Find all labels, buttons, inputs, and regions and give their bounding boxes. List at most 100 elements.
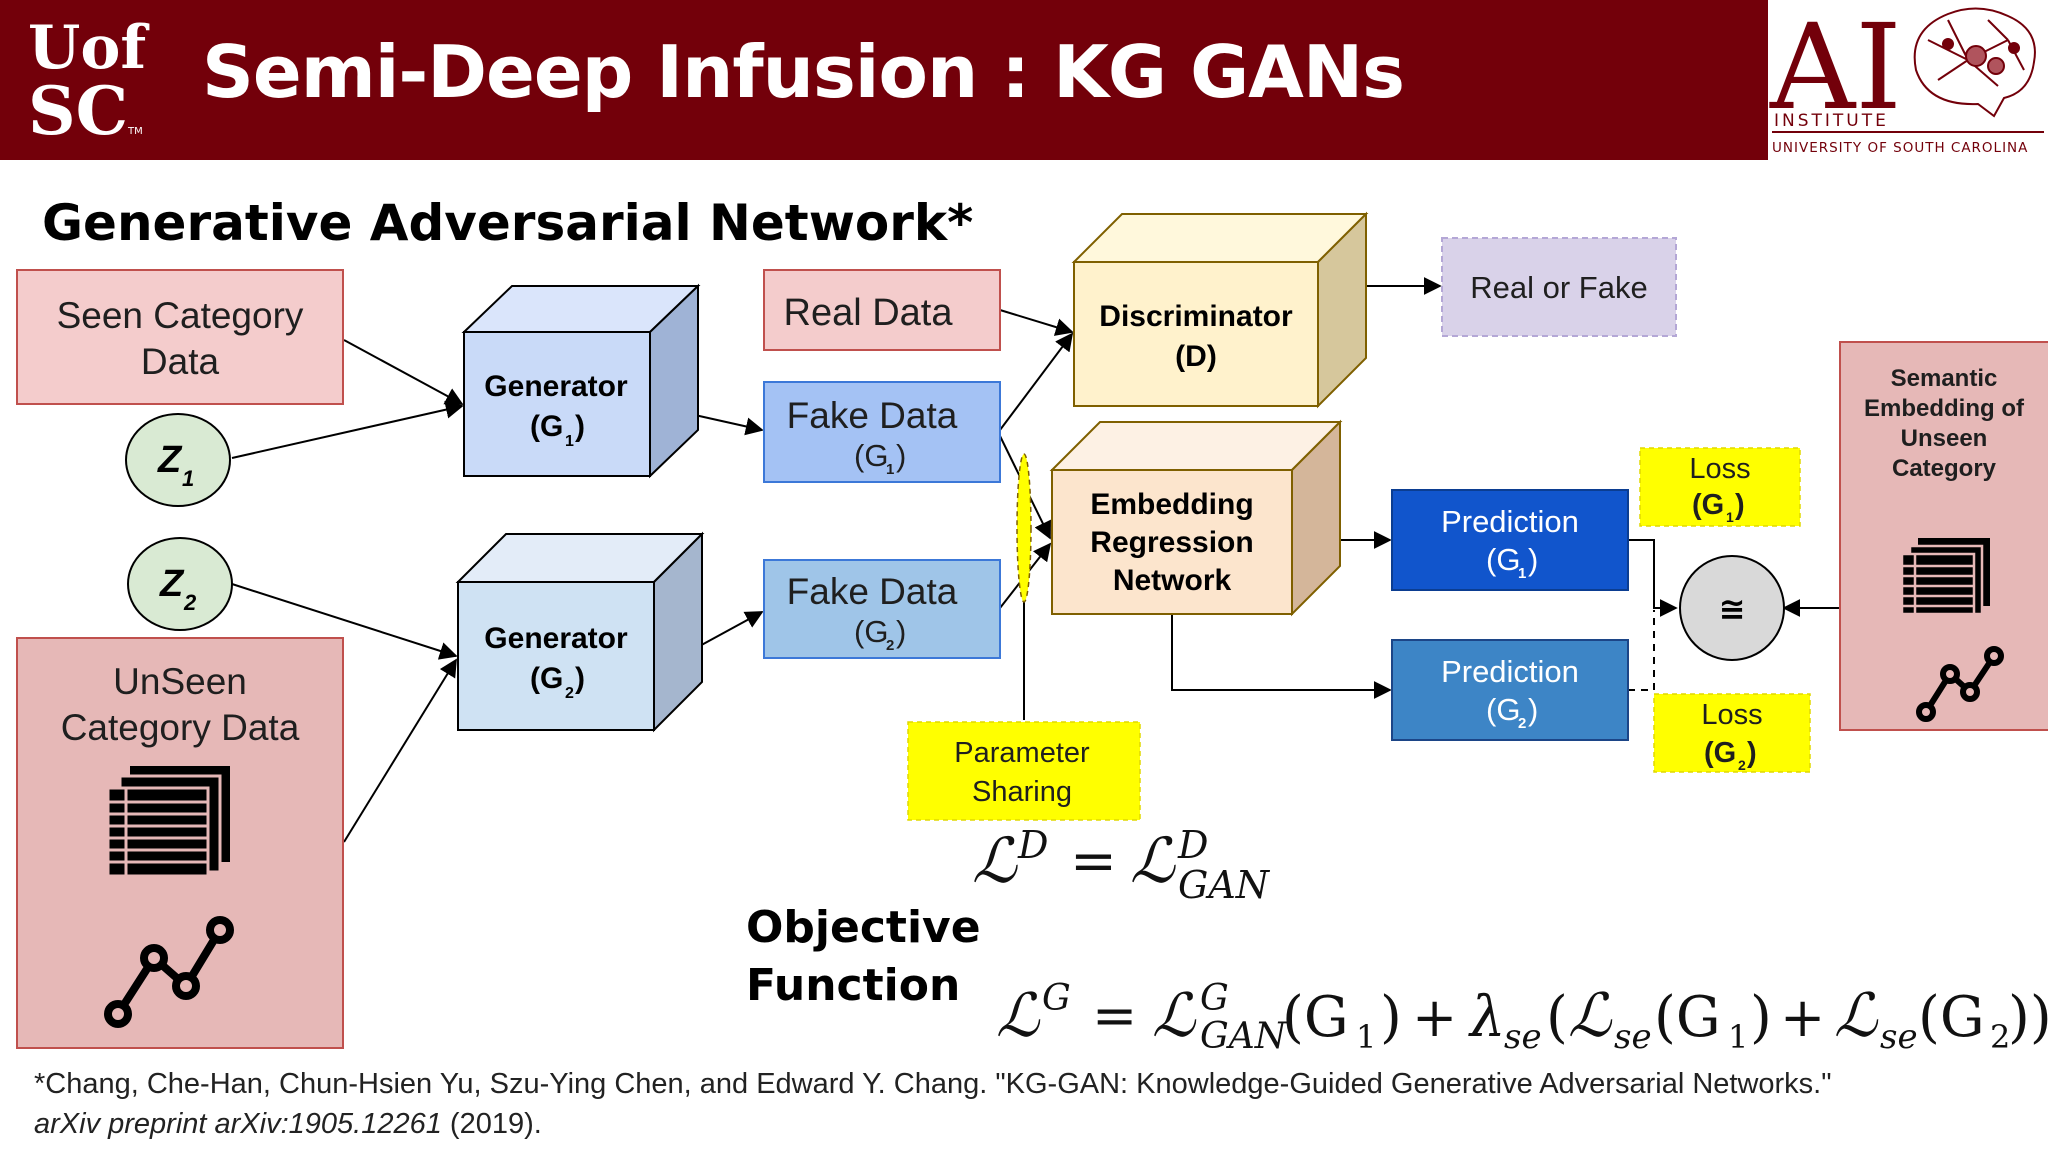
uofsc-logo-line1: Uof — [28, 13, 150, 83]
ai-logo-line1: INSTITUTE — [1774, 111, 1889, 131]
fake-data-g1-title: Fake Data — [787, 395, 958, 436]
arrow-z2-to-gen2 — [231, 583, 458, 660]
real-or-fake-label: Real or Fake — [1470, 270, 1647, 305]
fake-data-g2-close: ) — [896, 614, 906, 649]
semantic-embedding-box: Semantic Embedding of Unseen Category — [1839, 341, 2048, 731]
eq-g-g1-sub: 1 — [1356, 1018, 1376, 1056]
prediction-g2-box: Prediction (G 2 ) — [1391, 639, 1629, 741]
documents-icon — [1900, 538, 1990, 616]
arrow-real-to-disc — [999, 309, 1074, 336]
loss-g2-box: Loss (G 2 ) — [1653, 693, 1811, 773]
eq-g-g1: (G — [1282, 985, 1349, 1050]
unseen-category-line2: Category Data — [61, 707, 300, 748]
seen-category-line2: Data — [141, 341, 220, 382]
generator-g1-title: Generator — [484, 370, 628, 403]
discriminator-title: Discriminator — [1099, 300, 1293, 333]
eq-g-l1-sub: GAN — [1200, 1016, 1288, 1057]
eq-g-l1-sup: G — [1200, 978, 1229, 1019]
prediction-g2-title: Prediction — [1441, 654, 1579, 689]
fake-data-g1-close: ) — [896, 438, 906, 473]
generator-g2-title: Generator — [484, 622, 628, 655]
eq-g-g2: (G — [1654, 985, 1721, 1050]
loss-g2-sub: 2 — [1738, 757, 1746, 773]
citation-year: (2019). — [441, 1108, 542, 1140]
loss-g1-label: (G — [1692, 489, 1724, 521]
eq-g-g2-sub: 1 — [1728, 1018, 1748, 1056]
prediction-g1-close: ) — [1528, 542, 1538, 577]
parameter-sharing-line2: Sharing — [972, 776, 1072, 808]
eq-g-l1: ℒ — [1152, 981, 1197, 1051]
real-or-fake-box: Real or Fake — [1441, 237, 1677, 337]
eq-g-open: ( — [1546, 985, 1568, 1050]
loss-g2-title: Loss — [1701, 699, 1762, 731]
prediction-g1-label: (G — [1486, 542, 1520, 577]
eq-g-g2-close: ) — [1750, 985, 1772, 1050]
eq-d-lhs: ℒ — [972, 824, 1018, 897]
eq-d-rhs: ℒ — [1130, 824, 1176, 897]
loss-g2-close: ) — [1747, 737, 1757, 769]
prediction-g2-label: (G — [1486, 692, 1520, 727]
ai-logo-letters: AI — [1769, 0, 1902, 136]
uofsc-logo-tm: TM — [127, 126, 143, 137]
loss-g2-label: (G — [1704, 737, 1736, 769]
z1-letter: Z — [157, 439, 183, 481]
parameter-sharing-line1: Parameter — [954, 737, 1090, 769]
discriminator-label: (D) — [1175, 340, 1217, 373]
loss-g1-sub: 1 — [1726, 509, 1734, 525]
documents-icon — [106, 766, 230, 878]
header-bar — [0, 0, 1768, 160]
seen-category-line1: Seen Category — [57, 295, 304, 336]
eq-d-rhs-sub: GAN — [1178, 863, 1271, 907]
real-data-label: Real Data — [784, 292, 954, 334]
discriminator-box: Discriminator (D) — [1071, 211, 1369, 409]
z1-sub: 1 — [182, 466, 194, 491]
eq-g-lhs: ℒ — [996, 981, 1041, 1051]
eq-d-rhs-sup: D — [1177, 823, 1208, 867]
generator-g1-sub: 1 — [565, 433, 574, 450]
loss-g1-box: Loss (G 1 ) — [1639, 447, 1801, 527]
loss-g1-close: ) — [1735, 489, 1745, 521]
arrow-pred1-to-approx — [1628, 539, 1678, 617]
embedding-regression-box: Embedding Regression Network — [1049, 419, 1343, 617]
z1-node: Z 1 — [125, 413, 231, 507]
z2-sub: 2 — [183, 590, 197, 615]
eq-g-l3-sub: se — [1880, 1017, 1918, 1057]
eq-g-l3: ℒ — [1834, 981, 1879, 1051]
ai-logo-line2: UNIVERSITY OF SOUTH CAROLINA — [1772, 140, 2028, 156]
generator-g2-box: Generator (G 2 ) — [455, 531, 705, 733]
objective-line1: Objective — [746, 902, 981, 953]
prediction-g2-sub: 2 — [1518, 715, 1526, 732]
eq-d-eq: = — [1070, 829, 1117, 894]
embedding-line1: Embedding — [1090, 488, 1253, 521]
uofsc-logo-line2: SC — [28, 72, 128, 150]
arrow-unseen-to-gen2 — [343, 658, 457, 843]
fake-data-g1-box: Fake Data (G 1 ) — [763, 381, 1001, 483]
prediction-g1-title: Prediction — [1441, 504, 1579, 539]
prediction-g1-box: Prediction (G 1 ) — [1391, 489, 1629, 591]
brain-network-icon — [1913, 7, 2036, 118]
prediction-g1-sub: 1 — [1518, 565, 1526, 582]
citation-line2: arXiv preprint arXiv:1905.12261 (2019). — [34, 1104, 1832, 1144]
arrow-emb-to-pred2 — [1171, 614, 1392, 699]
eq-g-lambda: λ — [1468, 985, 1506, 1050]
citation-line1: *Chang, Che-Han, Chun-Hsien Yu, Szu-Ying… — [34, 1068, 1832, 1100]
eq-g-g3-close: )) — [2008, 985, 2048, 1050]
fake-data-g2-title: Fake Data — [787, 571, 958, 612]
semantic-line2: Embedding of — [1864, 395, 2025, 422]
generator-g1-label: (G — [530, 410, 563, 443]
semantic-line4: Category — [1892, 455, 1997, 482]
fake-data-g2-label: (G — [854, 614, 888, 649]
embedding-line3: Network — [1113, 564, 1232, 597]
trend-line-icon — [104, 916, 234, 1028]
eq-g-lambda-sub: se — [1504, 1017, 1542, 1057]
unseen-category-line1: UnSeen — [113, 661, 247, 702]
embedding-line2: Regression — [1090, 526, 1253, 559]
parameter-sharing-marker — [1016, 453, 1032, 603]
eq-g-plus2: + — [1780, 986, 1825, 1049]
arrow-z1-to-gen1 — [231, 400, 464, 459]
z2-letter: Z — [159, 563, 185, 605]
fake-data-g2-box: Fake Data (G 2 ) — [763, 559, 1001, 659]
semantic-line3: Unseen — [1901, 425, 1988, 452]
